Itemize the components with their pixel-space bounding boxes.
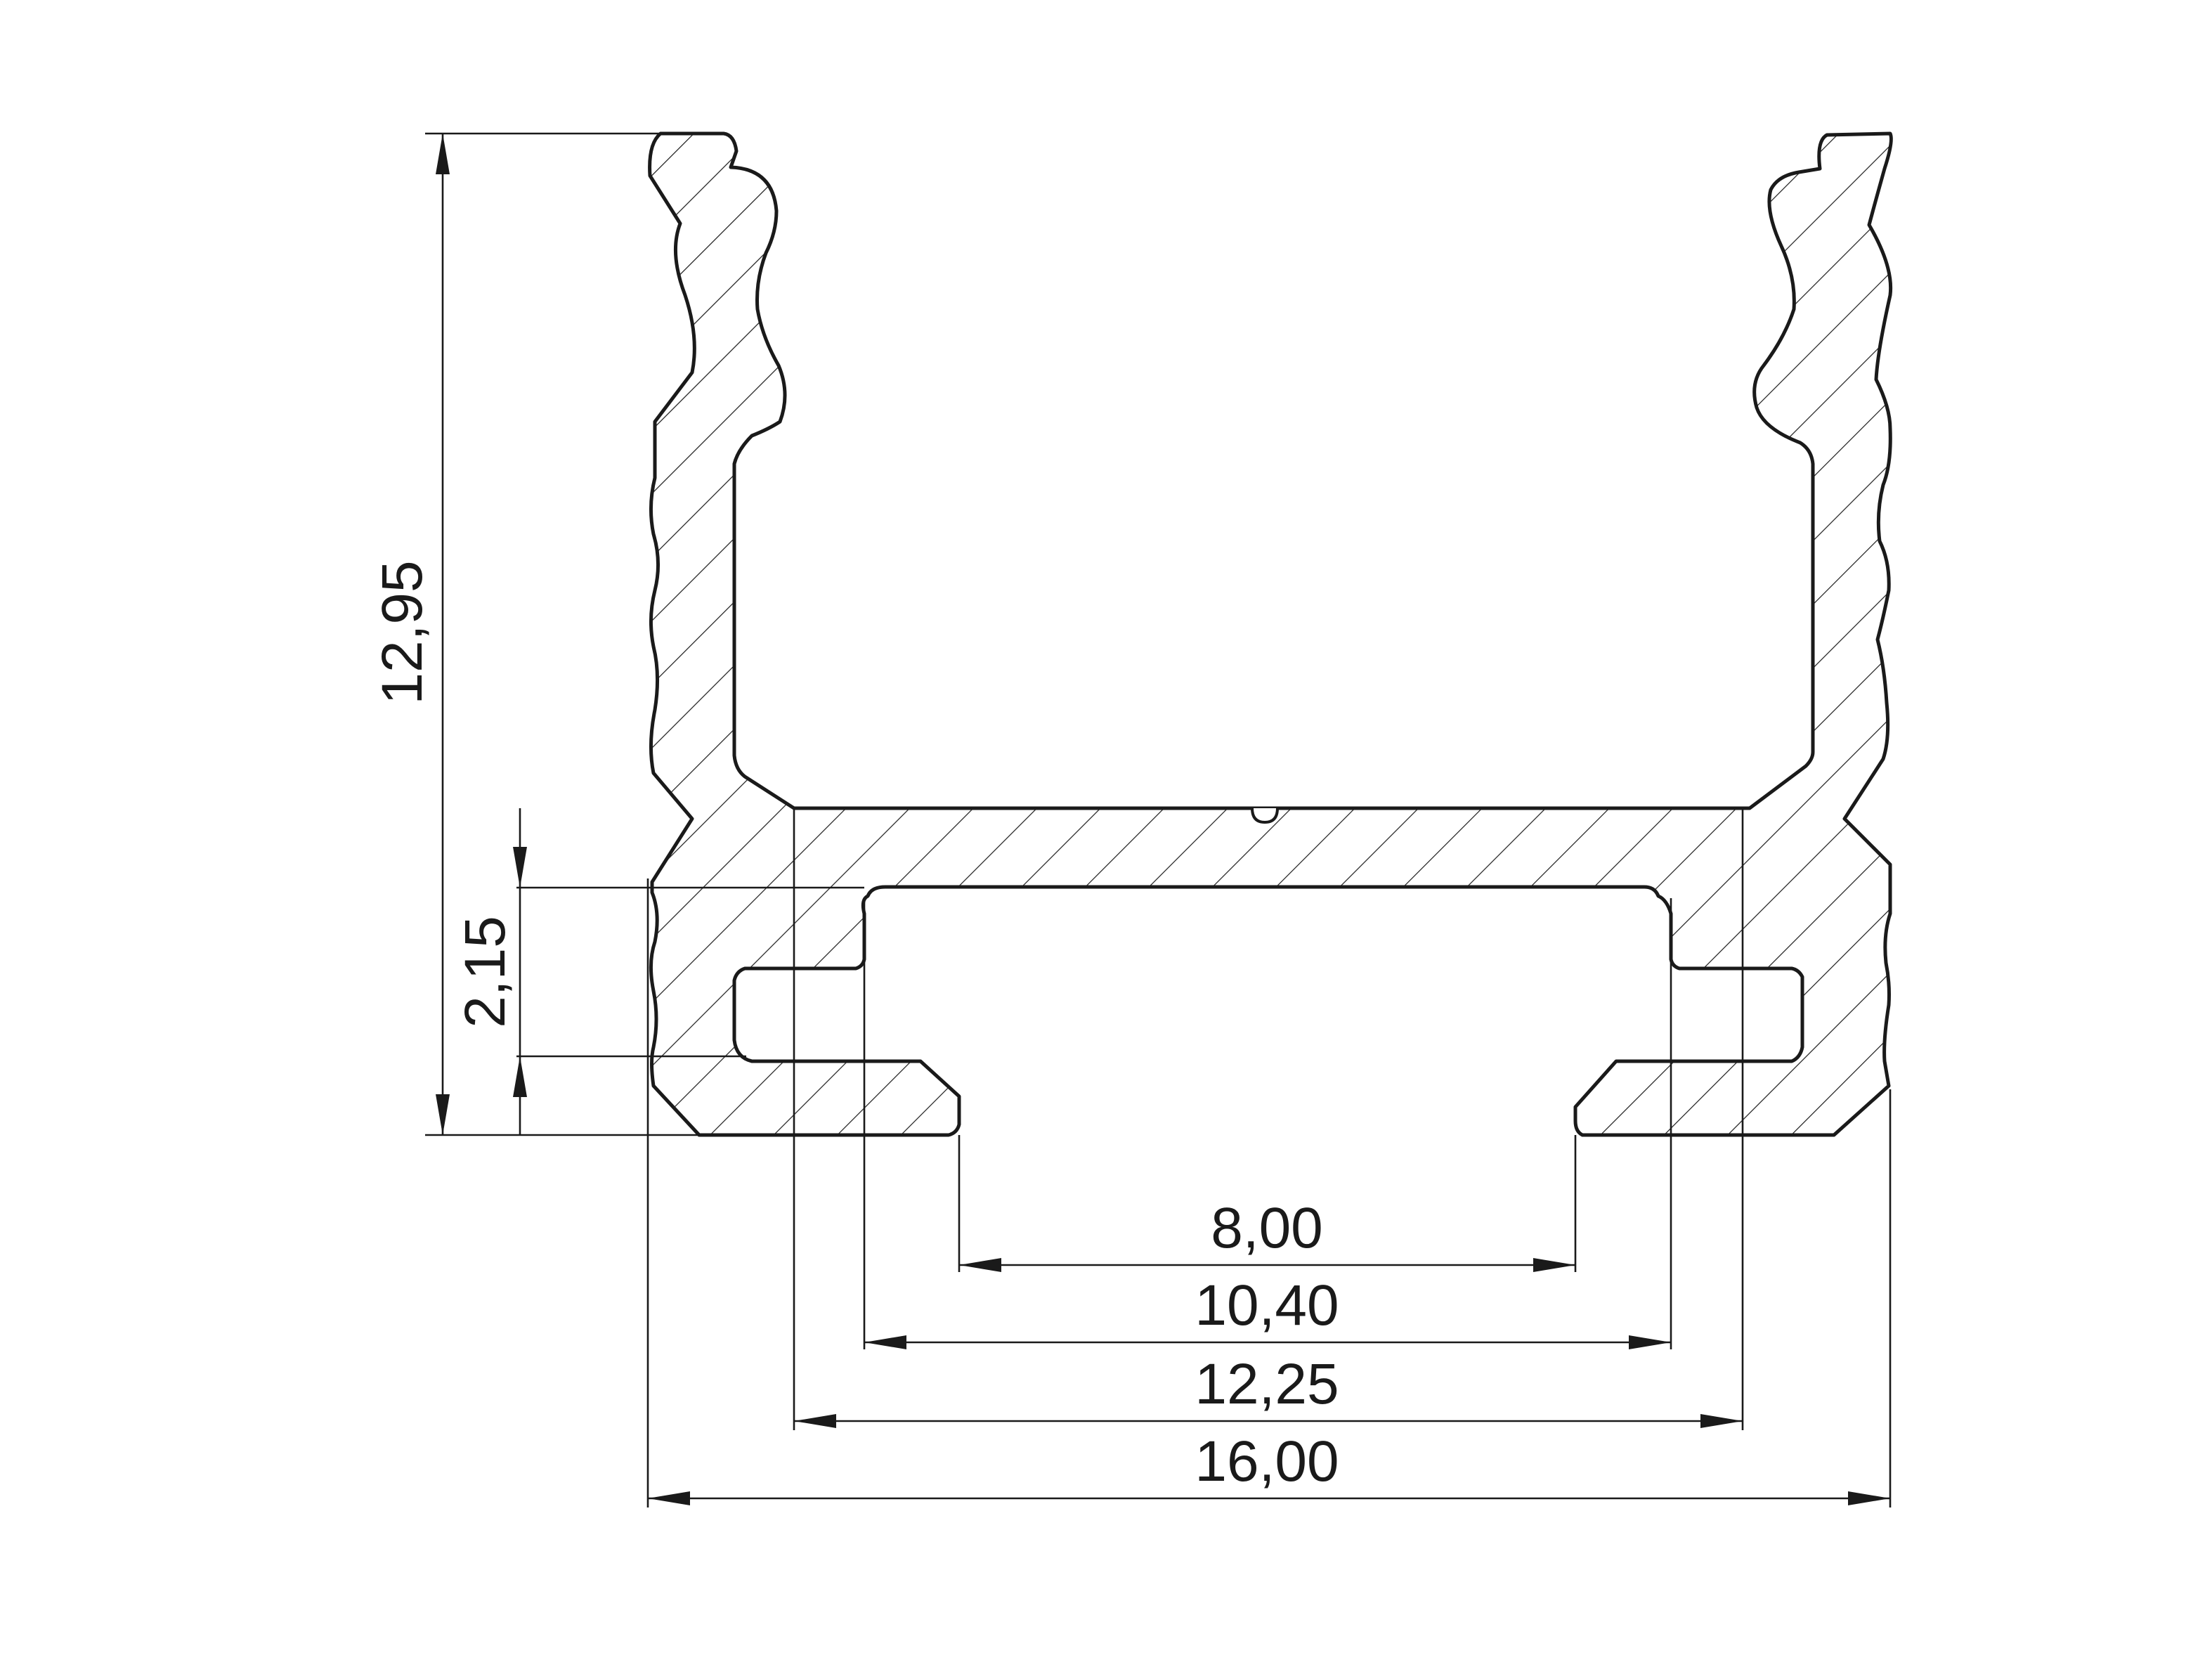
dimension-base-width: 12,25 (794, 1352, 1743, 1428)
dimension-label-opening-width: 8,00 (1211, 1196, 1323, 1260)
dimension-label-height: 12,95 (370, 560, 434, 704)
dimension-slot-height: 2,15 (453, 808, 527, 1135)
dimension-label-slot-height: 2,15 (453, 916, 517, 1028)
center-groove (1251, 808, 1279, 824)
dimension-opening-width: 8,00 (959, 1196, 1575, 1272)
aluminium-profile-section (648, 131, 1893, 1137)
dimension-channel-width: 10,40 (864, 1273, 1671, 1349)
dimension-label-overall-width: 16,00 (1195, 1429, 1339, 1493)
dimension-overall-height: 12,95 (370, 134, 450, 1135)
dimension-label-base-width: 12,25 (1195, 1352, 1339, 1416)
dimension-overall-width: 16,00 (648, 1429, 1890, 1505)
dimension-label-channel-width: 10,40 (1195, 1273, 1339, 1337)
